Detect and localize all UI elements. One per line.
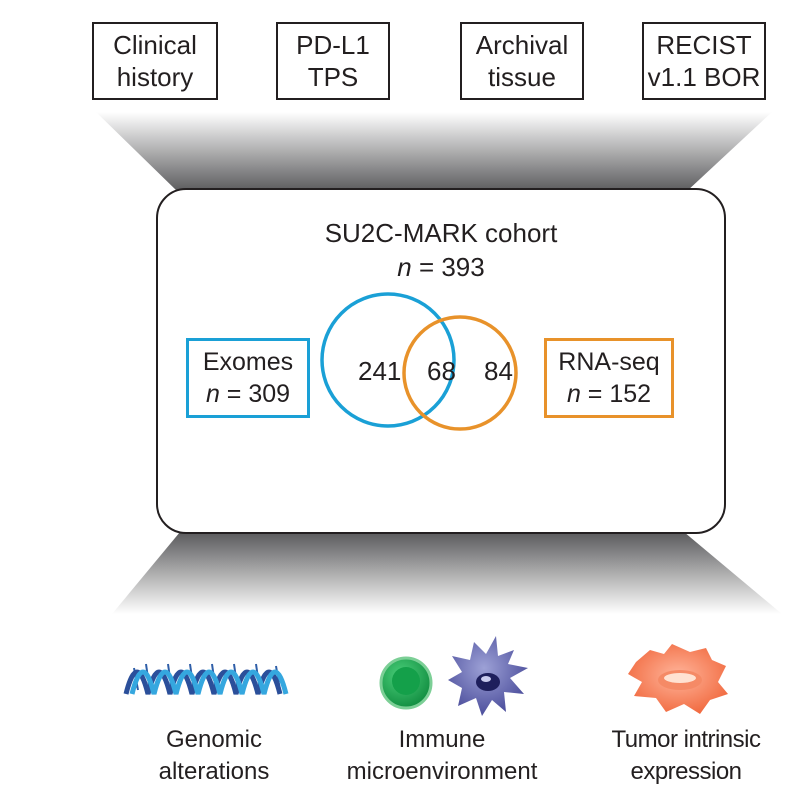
output-label-genomic: Genomic alterations (134, 724, 294, 788)
input-label-line2: tissue (488, 62, 556, 92)
venn-exomes-only-count: 241 (358, 356, 402, 386)
exomes-n-value: = 309 (219, 380, 291, 408)
output-label-line2: expression (630, 758, 742, 785)
input-box-recist: RECIST v1.1 BOR (642, 22, 766, 100)
rnaseq-label: RNA-seq (558, 348, 660, 376)
output-label-immune: Immune microenvironment (322, 724, 562, 788)
output-label-line2: microenvironment (346, 758, 538, 785)
output-label-line1: Genomic (165, 726, 263, 753)
output-label-line1: Immune (398, 726, 486, 753)
input-box-pdl1-tps: PD-L1 TPS (276, 22, 390, 100)
input-label-line1: Archival (475, 30, 569, 60)
venn-rnaseq-circle (402, 315, 518, 431)
input-label-line2: v1.1 BOR (647, 62, 761, 92)
rnaseq-count: n = 152 (567, 378, 651, 410)
exomes-box: Exomes n = 309 (186, 338, 310, 418)
input-box-clinical-history: Clinical history (92, 22, 218, 100)
exomes-label: Exomes (202, 348, 294, 376)
cohort-title: SU2C-MARK cohort (324, 218, 558, 248)
cohort-n-symbol: n (397, 252, 412, 282)
cohort-n-value: = 393 (411, 252, 485, 282)
rnaseq-box: RNA-seq n = 152 (544, 338, 674, 418)
input-label-line1: RECIST (656, 30, 752, 60)
bottom-funnel (112, 532, 782, 614)
exomes-n-symbol: n (205, 380, 220, 408)
venn-diagram (320, 292, 518, 431)
cohort-count: n = 393 (158, 252, 724, 283)
output-label-tumor: Tumor intrinsic expression (596, 724, 776, 788)
rnaseq-n-value: = 152 (580, 380, 652, 408)
top-funnel (96, 112, 772, 192)
input-label-line1: Clinical (113, 30, 197, 60)
output-label-line2: alterations (158, 758, 270, 785)
input-label-line2: history (116, 62, 194, 92)
venn-overlap-count: 68 (427, 356, 456, 386)
input-label-line2: TPS (307, 62, 359, 92)
input-label-line1: PD-L1 (296, 30, 370, 60)
output-label-line1: Tumor intrinsic (611, 726, 761, 753)
input-box-archival-tissue: Archival tissue (460, 22, 584, 100)
rnaseq-n-symbol: n (566, 380, 581, 408)
cohort-panel: SU2C-MARK cohort n = 393 Exomes n = 309 … (156, 188, 726, 534)
exomes-count: n = 309 (206, 378, 290, 410)
venn-exomes-circle (320, 292, 456, 428)
venn-rnaseq-only-count: 84 (484, 356, 513, 386)
